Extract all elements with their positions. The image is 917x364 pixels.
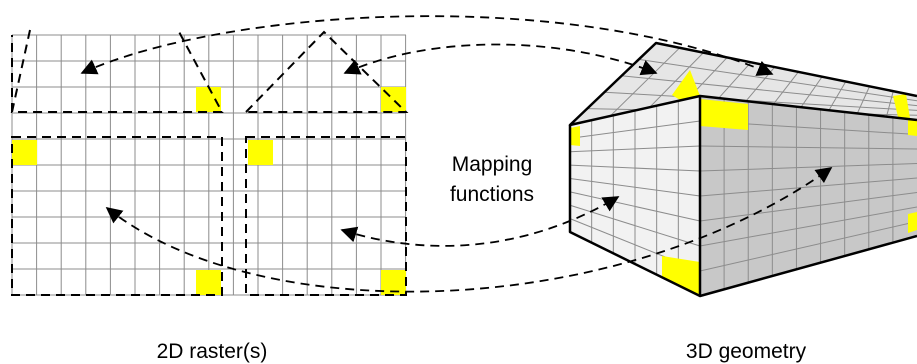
raster-grid: [11, 34, 407, 296]
highlight-cell: [570, 126, 580, 146]
highlight-cell: [196, 87, 221, 112]
highlight-cell: [908, 212, 917, 233]
side-grid-line: [699, 206, 917, 247]
highlight-cell: [893, 94, 910, 118]
roof-grid-line: [604, 91, 917, 111]
side-grid-line: [699, 221, 917, 272]
raster-panel: [10, 29, 409, 296]
highlight-cell: [672, 70, 700, 100]
arrow-roof-right: [343, 43, 658, 76]
mapping-arrows: [80, 15, 833, 293]
arrow-roof-left: [80, 15, 774, 76]
highlight-cell: [662, 256, 700, 296]
front-grid-line: [569, 120, 701, 139]
arrow-wall-left: [105, 167, 833, 293]
roof-region-top-left: [10, 29, 224, 113]
raster-caption: 2D raster(s): [157, 340, 268, 363]
highlight-cell: [248, 140, 273, 165]
highlight-cell: [700, 99, 748, 130]
highlight-cell: [12, 140, 37, 165]
geometry-caption: 3D geometry: [686, 340, 807, 363]
geometry-panel: [568, 41, 917, 298]
geometry-highlight-cells: [570, 70, 917, 296]
mapping-functions-label-line1: Mapping: [452, 153, 533, 176]
roof-grid-line: [621, 75, 917, 107]
side-grid-line: [699, 145, 917, 150]
highlight-cell: [196, 270, 221, 295]
wall-region-left: [11, 136, 223, 296]
front-grid-line: [569, 145, 701, 153]
mapping-functions-label-line2: functions: [450, 183, 534, 206]
highlight-cell: [908, 118, 917, 136]
